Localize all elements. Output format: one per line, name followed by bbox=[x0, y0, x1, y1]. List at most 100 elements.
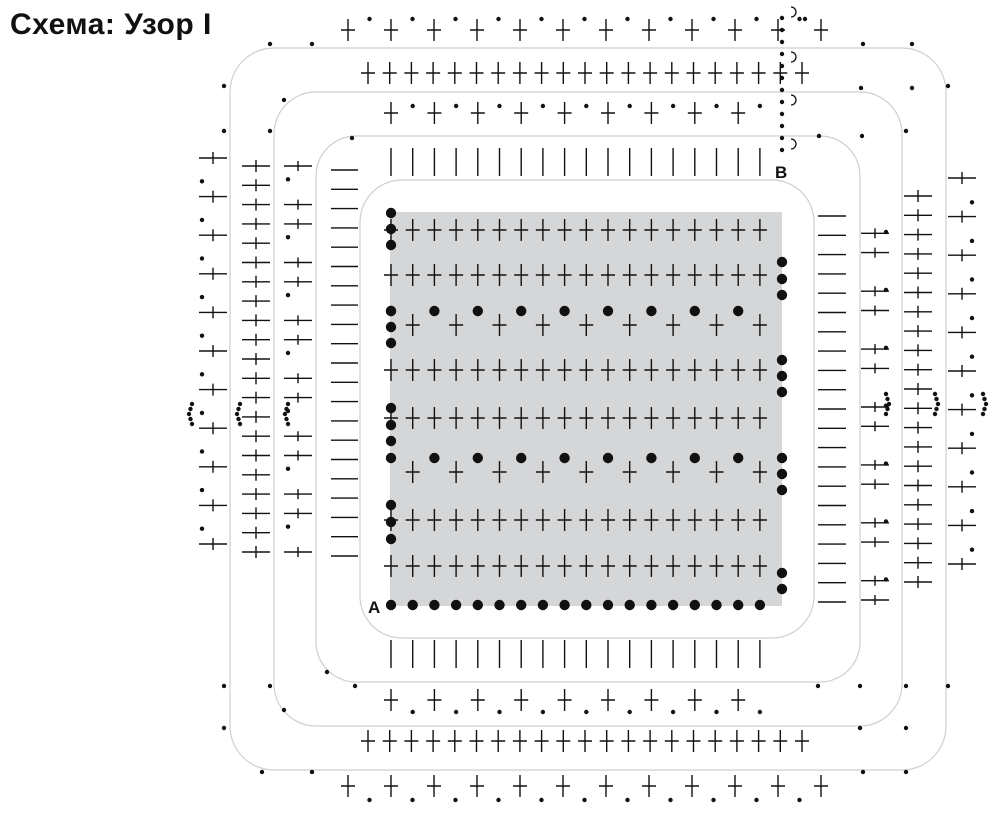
single-crochet-cross bbox=[601, 264, 615, 286]
chain-dot bbox=[540, 709, 546, 715]
single-crochet-cross bbox=[644, 359, 659, 381]
single-crochet-cross bbox=[861, 517, 889, 528]
single-crochet-cross bbox=[470, 264, 485, 286]
single-crochet-cross bbox=[948, 210, 976, 223]
single-crochet-cross bbox=[948, 287, 976, 300]
single-crochet-cross bbox=[557, 264, 572, 286]
single-crochet-cross bbox=[449, 555, 464, 577]
single-crochet-cross bbox=[814, 775, 828, 797]
single-crochet-cross bbox=[731, 689, 746, 711]
single-crochet-cross bbox=[469, 730, 484, 752]
single-crochet-cross bbox=[861, 402, 889, 412]
chain-dot bbox=[646, 452, 657, 464]
single-crochet-cross bbox=[492, 555, 507, 577]
single-crochet-cross bbox=[771, 775, 785, 797]
chain-dot bbox=[776, 386, 788, 398]
frame-outline bbox=[359, 179, 815, 639]
chain-dot bbox=[385, 419, 397, 431]
chain-dot bbox=[776, 583, 788, 595]
single-crochet-cross bbox=[644, 555, 659, 577]
single-crochet-cross bbox=[557, 359, 572, 381]
chain-dot bbox=[857, 683, 863, 689]
slip-stitch-arc bbox=[790, 94, 797, 106]
single-crochet-cross bbox=[622, 509, 637, 531]
single-crochet-cross bbox=[404, 730, 419, 752]
single-crochet-cross bbox=[284, 257, 312, 268]
chain-dot bbox=[969, 547, 975, 552]
single-crochet-cross bbox=[492, 264, 507, 286]
chain-dot bbox=[234, 411, 240, 417]
single-crochet-cross bbox=[492, 509, 507, 531]
single-crochet-cross bbox=[622, 407, 637, 429]
chain-dot bbox=[779, 15, 785, 21]
chain-dot bbox=[816, 133, 822, 139]
single-crochet-cross bbox=[861, 286, 889, 297]
chain-dot bbox=[779, 87, 785, 93]
single-crochet-cross bbox=[904, 537, 932, 550]
chain-dot bbox=[733, 599, 744, 611]
single-crochet-cross bbox=[709, 264, 724, 286]
single-crochet-cross bbox=[557, 555, 572, 577]
single-crochet-cross bbox=[512, 62, 527, 84]
single-crochet-cross bbox=[556, 19, 570, 41]
chain-dot bbox=[754, 797, 759, 803]
chain-dot bbox=[221, 83, 227, 89]
chain-dot bbox=[285, 524, 291, 529]
single-crochet-cross bbox=[579, 509, 594, 531]
chain-dot bbox=[627, 103, 632, 109]
chain-dot bbox=[667, 599, 679, 611]
chain-dot bbox=[385, 223, 397, 235]
single-crochet-cross bbox=[242, 295, 270, 308]
single-crochet-cross bbox=[513, 19, 527, 41]
single-crochet-cross bbox=[948, 403, 976, 416]
chain-dot bbox=[860, 41, 866, 47]
single-crochet-cross bbox=[514, 102, 529, 124]
chain-dot bbox=[969, 431, 975, 437]
single-crochet-cross bbox=[904, 286, 932, 299]
chain-dot bbox=[581, 599, 592, 611]
chain-dot bbox=[237, 421, 243, 427]
single-crochet-cross bbox=[579, 219, 594, 241]
chain-dot bbox=[602, 305, 614, 317]
single-crochet-cross bbox=[242, 179, 270, 192]
single-crochet-cross bbox=[599, 775, 613, 797]
single-crochet-cross bbox=[361, 730, 375, 752]
chain-dot bbox=[516, 305, 527, 317]
frame-outline bbox=[273, 91, 903, 727]
chain-dot bbox=[267, 683, 273, 689]
single-crochet-cross bbox=[199, 383, 227, 396]
single-crochet-cross bbox=[242, 410, 270, 423]
chain-dot bbox=[670, 103, 676, 109]
single-crochet-cross bbox=[405, 461, 420, 483]
chain-dot bbox=[779, 123, 785, 129]
chain-dot bbox=[646, 599, 657, 611]
chain-dot bbox=[199, 372, 205, 377]
single-crochet-cross bbox=[242, 468, 270, 481]
single-crochet-cross bbox=[685, 775, 699, 797]
single-crochet-cross bbox=[642, 775, 656, 797]
chain-dot bbox=[582, 797, 587, 803]
single-crochet-cross bbox=[621, 730, 636, 752]
chain-dot bbox=[385, 305, 397, 317]
single-crochet-cross bbox=[622, 314, 637, 336]
chain-dot bbox=[733, 452, 744, 464]
single-crochet-cross bbox=[491, 730, 506, 752]
chain-dot bbox=[284, 416, 289, 422]
single-crochet-cross bbox=[861, 305, 889, 316]
diagram-title: Схема: Узор I bbox=[10, 8, 212, 41]
chain-dot bbox=[385, 499, 397, 511]
chain-dot bbox=[733, 305, 744, 317]
single-crochet-cross bbox=[242, 256, 270, 269]
single-crochet-cross bbox=[752, 509, 767, 531]
chain-dot bbox=[429, 452, 440, 464]
chain-dot bbox=[221, 683, 227, 689]
chain-dot bbox=[309, 769, 315, 775]
chain-dot bbox=[903, 769, 909, 775]
chain-dot bbox=[221, 128, 227, 134]
single-crochet-cross bbox=[709, 407, 724, 429]
chain-dot bbox=[237, 401, 243, 407]
single-crochet-cross bbox=[904, 518, 932, 531]
single-crochet-cross bbox=[904, 247, 932, 260]
single-crochet-cross bbox=[687, 359, 702, 381]
single-crochet-cross bbox=[664, 730, 679, 752]
